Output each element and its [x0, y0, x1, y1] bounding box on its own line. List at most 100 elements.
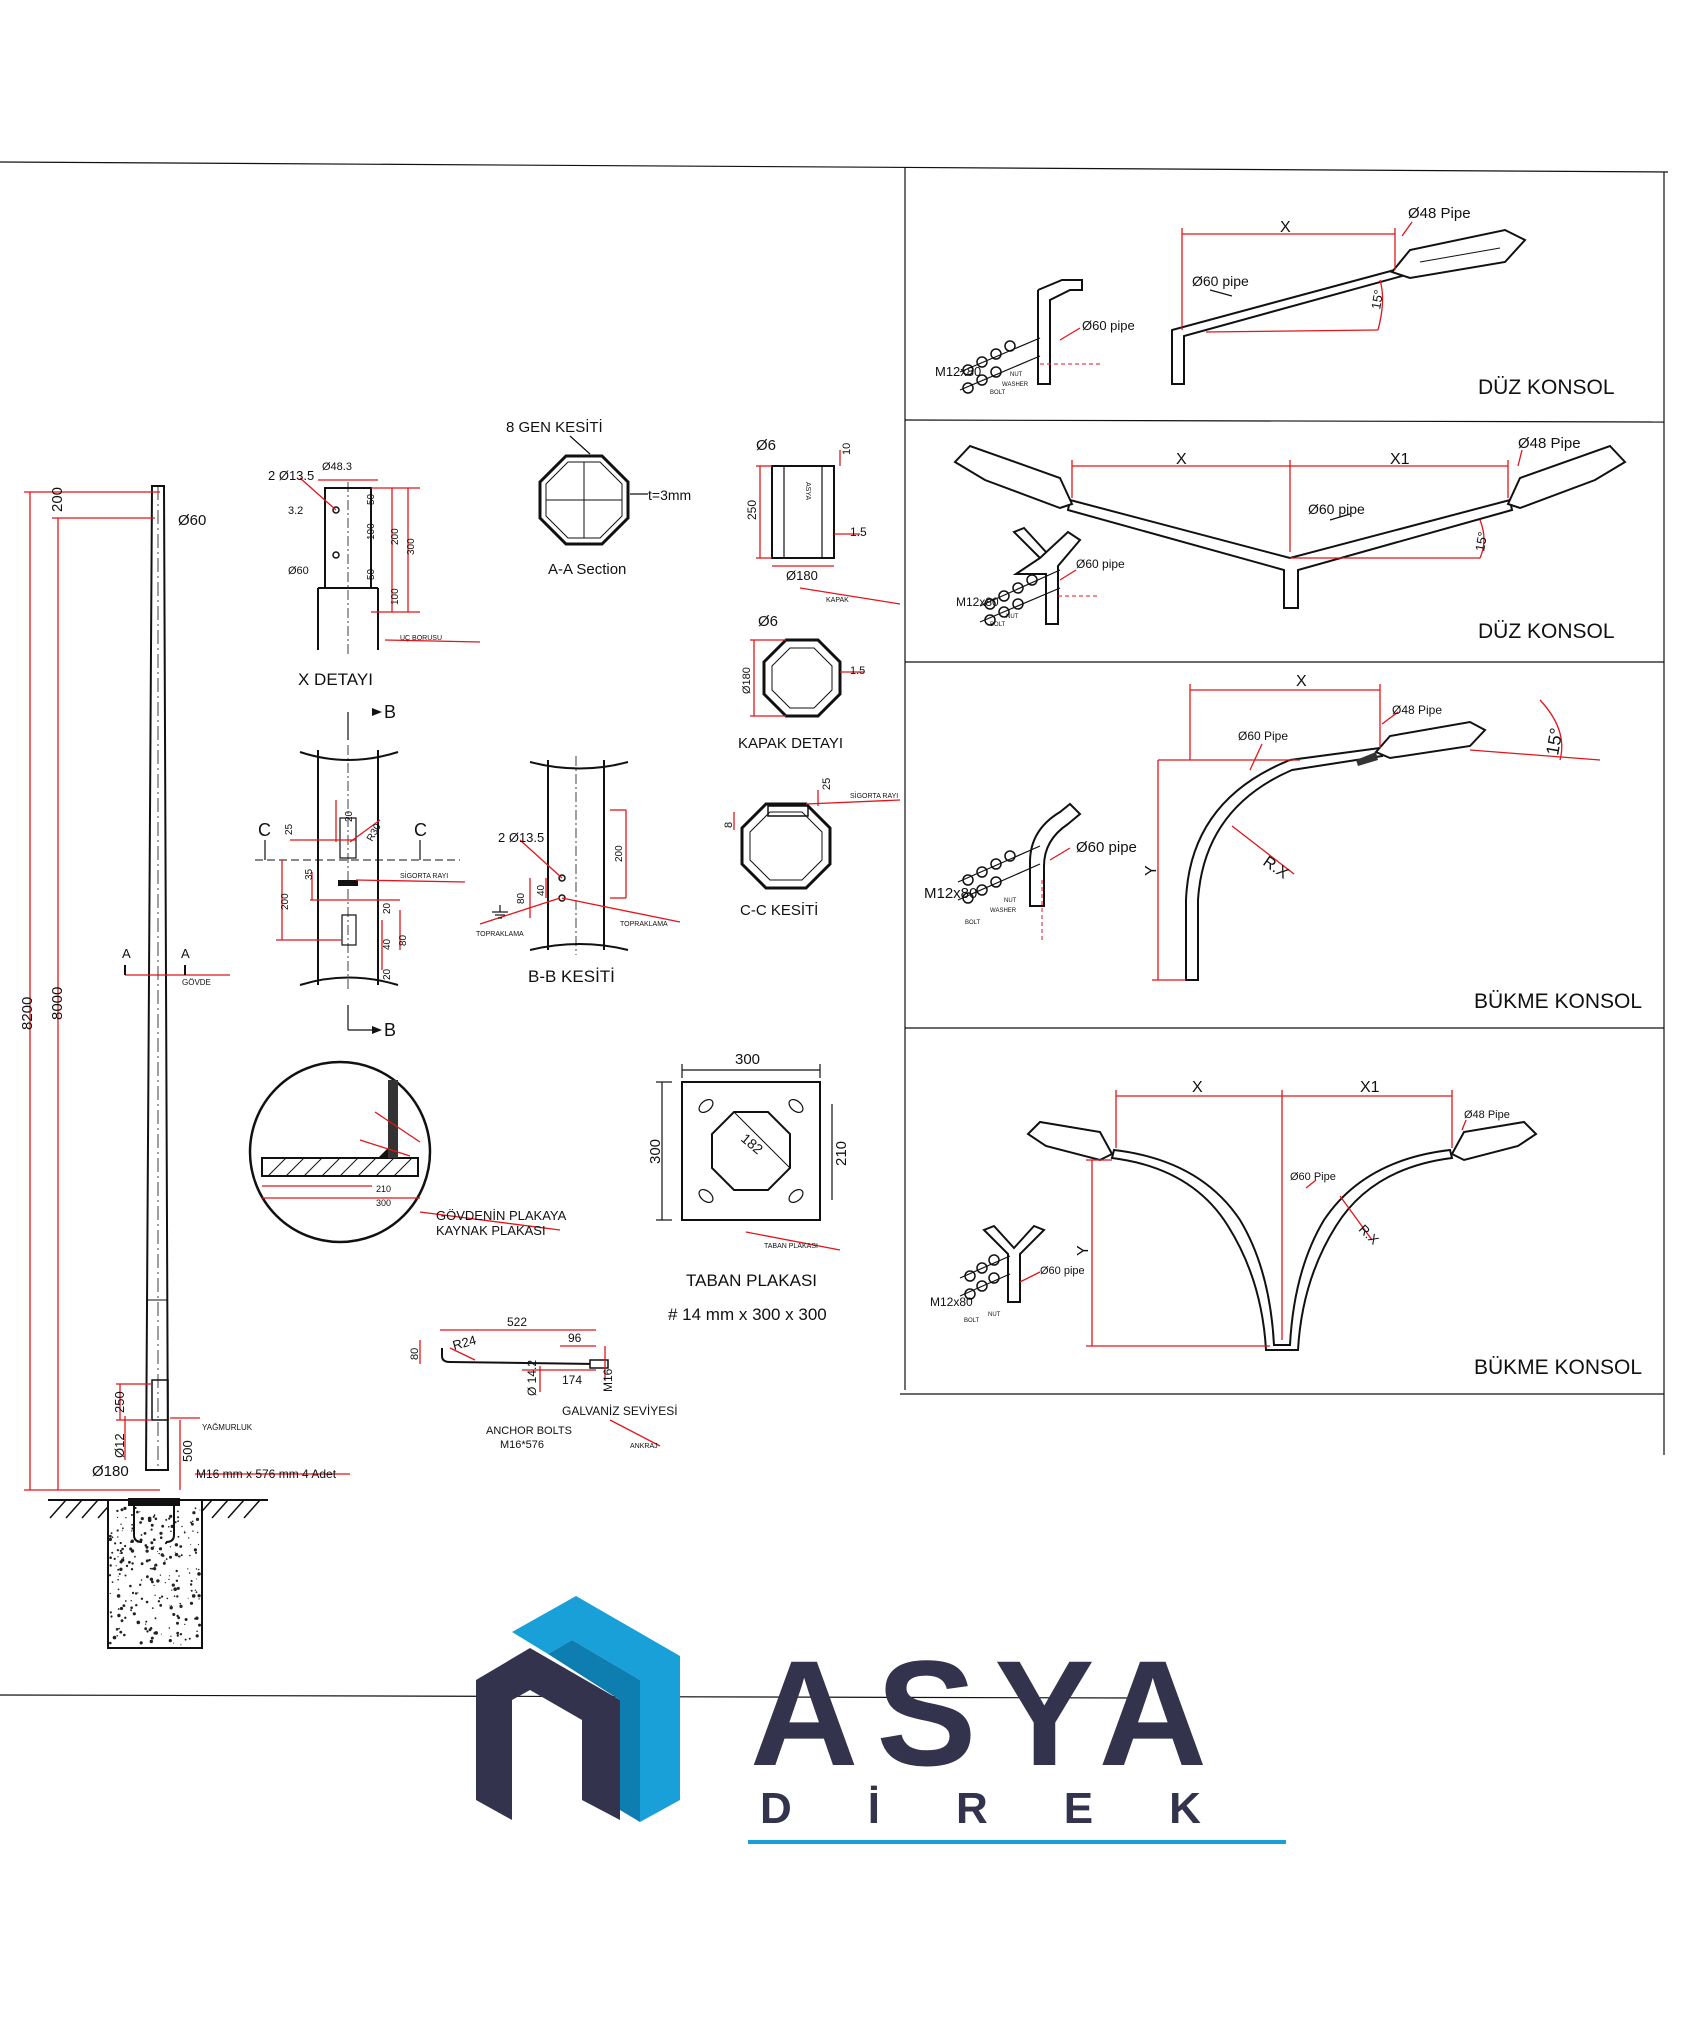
concrete-speckle [176, 1634, 179, 1637]
pole-body-height: 8000 [49, 987, 66, 1020]
concrete-speckle [184, 1638, 187, 1641]
concrete-speckle [194, 1589, 197, 1591]
concrete-speckle [117, 1578, 119, 1581]
panel1-angle: 15° [1368, 289, 1386, 311]
concrete-speckle [191, 1580, 193, 1583]
concrete-speckle [120, 1551, 123, 1555]
fuse-d80: 80 [398, 934, 409, 946]
concrete-speckle [177, 1520, 180, 1523]
cap-diameter: Ø180 [786, 568, 818, 583]
cap-detail-title: KAPAK DETAYI [738, 735, 843, 752]
concrete-speckle [109, 1641, 112, 1645]
concrete-speckle [168, 1575, 171, 1577]
concrete-speckle [192, 1530, 194, 1532]
concrete-speckle [120, 1523, 122, 1525]
concrete-speckle [177, 1510, 179, 1513]
concrete-speckle [139, 1583, 142, 1587]
panel3-pipe60: Ø60 Pipe [1238, 729, 1288, 743]
octagon-title: 8 GEN KESİTİ [506, 418, 603, 436]
concrete-speckle [176, 1586, 180, 1590]
panel1-bolt: M12x80 [935, 364, 981, 379]
concrete-speckle [130, 1606, 133, 1609]
concrete-speckle [170, 1530, 172, 1533]
concrete-speckle [174, 1543, 179, 1547]
concrete-speckle [134, 1592, 138, 1595]
svg-text:A: A [122, 946, 131, 961]
section-c-right: C [414, 820, 427, 840]
concrete-speckle [144, 1544, 148, 1547]
concrete-speckle [116, 1509, 119, 1513]
concrete-speckle [140, 1562, 144, 1566]
concrete-speckle [169, 1514, 173, 1518]
concrete-speckle [184, 1530, 186, 1532]
panel2-bolt-tag: BOLT [990, 622, 1006, 628]
weld-d300: 300 [376, 1198, 391, 1208]
base-plate: 300 300 182 210 TABAN PLAKASI TABAN PLAK… [647, 1051, 850, 1324]
concrete-speckle [116, 1594, 121, 1598]
panel1-title: DÜZ KONSOL [1478, 376, 1615, 399]
base-diagonal: 182 [738, 1130, 766, 1157]
cc-tag: SİGORTA RAYI [850, 791, 898, 800]
fuse-d40: 40 [382, 938, 393, 950]
concrete-speckle [157, 1551, 158, 1552]
concrete-speckle [136, 1510, 139, 1514]
concrete-speckle [188, 1572, 191, 1574]
concrete-speckle [159, 1604, 163, 1607]
concrete-speckle [145, 1549, 149, 1553]
panel1-nut-tag: NUT [1010, 372, 1023, 378]
concrete-speckle [111, 1551, 114, 1554]
octagon-thickness: t=3mm [648, 487, 691, 503]
concrete-speckle [168, 1639, 172, 1643]
concrete-speckle [115, 1628, 119, 1631]
base-width: 300 [735, 1051, 760, 1068]
concrete-speckle [189, 1583, 193, 1586]
concrete-speckle [120, 1619, 124, 1623]
anchor-thread-length: 96 [568, 1331, 582, 1345]
section-marker-a: A A [122, 946, 190, 975]
panel2-x: X [1176, 451, 1187, 468]
concrete-speckle [139, 1511, 141, 1513]
concrete-speckle [119, 1630, 123, 1634]
concrete-speckle [152, 1516, 155, 1518]
cap-tag: KAPAK [826, 597, 849, 604]
concrete-speckle [136, 1620, 141, 1625]
cc-section: 25 8 SİGORTA RAYI C-C KESİTİ [723, 778, 901, 919]
anchor-diameter: Ø 14.2 [525, 1360, 539, 1396]
concrete-speckle [187, 1568, 189, 1570]
concrete-speckle [199, 1509, 201, 1511]
fuse-d35: 35 [304, 868, 315, 880]
base-height-210: 210 [833, 1141, 850, 1166]
concrete-speckle [196, 1630, 198, 1633]
concrete-speckle [170, 1635, 172, 1638]
concrete-speckle [150, 1636, 154, 1640]
concrete-speckle [181, 1525, 183, 1528]
concrete-speckle [173, 1642, 174, 1644]
concrete-speckle [159, 1574, 162, 1576]
cap-height: 250 [745, 500, 759, 520]
panel2-nut-tag: NUT [1006, 614, 1019, 620]
panel4-pipe60-small: Ø60 pipe [1040, 1265, 1085, 1277]
concrete-speckle [195, 1616, 199, 1620]
concrete-speckle [135, 1604, 138, 1607]
concrete-speckle [151, 1607, 154, 1609]
concrete-speckle [150, 1546, 154, 1551]
fuse-tag: SİGORTA RAYI [400, 871, 448, 880]
octagon-section: 8 GEN KESİTİ t=3mm A-A Section [506, 418, 691, 578]
concrete-speckle [190, 1544, 192, 1545]
concrete-speckle [160, 1633, 162, 1635]
concrete-speckle [111, 1536, 114, 1539]
panel3-bolt: M12x80 [924, 885, 977, 902]
concrete-speckle [139, 1641, 143, 1645]
concrete-speckle [195, 1634, 199, 1638]
pole-top-diameter: Ø60 [178, 512, 206, 529]
anchor-tag: ANKRAJ [630, 1443, 658, 1450]
concrete-speckle [169, 1604, 171, 1606]
weld-detail: 210 300 GÖVDENİN PLAKAYA KAYNAK PLAKASI [248, 1060, 567, 1244]
concrete-speckle [139, 1538, 143, 1542]
cap-detail-thickness: 1.5 [850, 665, 865, 677]
concrete-speckle [109, 1556, 112, 1559]
concrete-speckle [114, 1542, 117, 1545]
concrete-speckle [177, 1555, 180, 1558]
concrete-speckle [117, 1575, 119, 1577]
concrete-speckle [145, 1559, 149, 1563]
